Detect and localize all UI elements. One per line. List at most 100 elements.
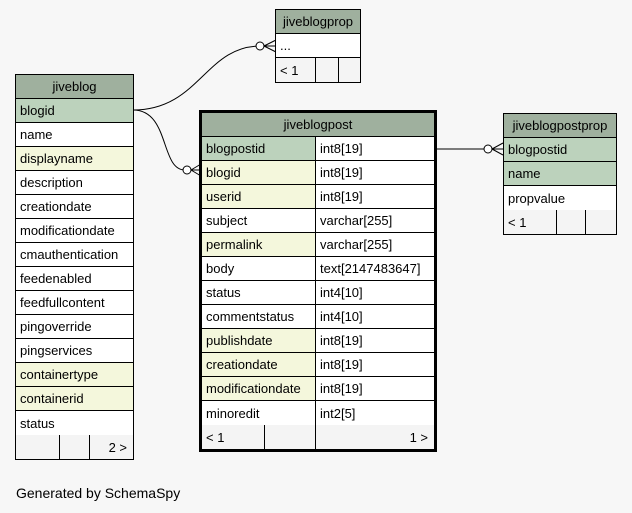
column-name: userid <box>202 185 316 208</box>
table-header: jiveblogpostprop <box>504 114 616 138</box>
column-name: body <box>202 257 316 280</box>
column-name: creationdate <box>202 353 316 376</box>
column-type: int8[19] <box>316 329 434 352</box>
table-row: displayname <box>16 147 133 171</box>
footer-middle <box>316 58 339 82</box>
column-name: pingservices <box>16 339 133 362</box>
column-name: feedenabled <box>16 267 133 290</box>
footer-middle <box>265 425 316 449</box>
column-type: int8[19] <box>316 353 434 376</box>
table-footer: < 1 1 > <box>202 425 434 449</box>
column-name: pingoverride <box>16 315 133 338</box>
column-name: name <box>16 123 133 146</box>
table-jiveblogprop: jiveblogprop ... < 1 <box>275 9 361 83</box>
generated-by-label: Generated by SchemaSpy <box>16 485 181 501</box>
table-row: pingoverride <box>16 315 133 339</box>
table-row: containertype <box>16 363 133 387</box>
footer-middle <box>557 210 586 234</box>
table-row: blogid <box>16 99 133 123</box>
table-row: blogpostid <box>504 138 616 162</box>
column-name: commentstatus <box>202 305 316 328</box>
column-name: publishdate <box>202 329 316 352</box>
table-row: creationdate <box>16 195 133 219</box>
link-jiveblogprop-end-circle <box>255 41 265 51</box>
column-type: varchar[255] <box>316 209 434 232</box>
link-jiveblog-jiveblogpost <box>132 109 186 171</box>
column-name: blogpostid <box>202 137 316 160</box>
column-name: name <box>504 162 616 185</box>
column-type: text[2147483647] <box>316 257 434 280</box>
footer-left: < 1 <box>504 210 557 234</box>
footer-left: < 1 <box>202 425 265 449</box>
column-type: int4[10] <box>316 305 434 328</box>
column-type: int8[19] <box>316 185 434 208</box>
column-type: int8[19] <box>316 137 434 160</box>
link-jiveblogpost-end-circle <box>182 165 192 175</box>
footer-right <box>586 210 616 234</box>
table-header: jiveblog <box>16 75 133 99</box>
column-name: displayname <box>16 147 133 170</box>
column-name: containerid <box>16 387 133 410</box>
column-name: minoredit <box>202 401 316 425</box>
table-row: ... <box>276 34 360 58</box>
column-name: feedfullcontent <box>16 291 133 314</box>
table-footer: < 1 <box>504 210 616 234</box>
column-name: status <box>16 411 133 435</box>
table-row: description <box>16 171 133 195</box>
column-name: modificationdate <box>202 377 316 400</box>
column-name: blogpostid <box>504 138 616 161</box>
footer-left: < 1 <box>276 58 316 82</box>
table-header: jiveblogpost <box>202 113 434 137</box>
footer-right <box>339 58 360 82</box>
table-row: status <box>16 411 133 435</box>
column-name: blogid <box>16 99 133 122</box>
column-type: varchar[255] <box>316 233 434 256</box>
link-jiveblogprop-crowfoot <box>263 39 277 53</box>
table-row: propvalue <box>504 186 616 210</box>
table-row: modificationdate <box>16 219 133 243</box>
column-name: ... <box>276 34 360 57</box>
table-footer: 2 > <box>16 435 133 459</box>
footer-middle <box>60 435 90 459</box>
column-name: propvalue <box>504 186 616 210</box>
link-jiveblogpostprop-end-circle <box>483 144 493 154</box>
column-name: creationdate <box>16 195 133 218</box>
table-row: feedfullcontent <box>16 291 133 315</box>
column-name: status <box>202 281 316 304</box>
column-type: int8[19] <box>316 161 434 184</box>
table-row: name <box>504 162 616 186</box>
link-jiveblog-jiveblogprop <box>132 45 263 111</box>
table-header: jiveblogprop <box>276 10 360 34</box>
column-type: int2[5] <box>316 401 434 425</box>
footer-left <box>16 435 60 459</box>
column-name: description <box>16 171 133 194</box>
footer-right: 1 > <box>316 425 434 449</box>
column-name: cmauthentication <box>16 243 133 266</box>
table-row: feedenabled <box>16 267 133 291</box>
table-row: cmauthentication <box>16 243 133 267</box>
column-name: containertype <box>16 363 133 386</box>
table-row: containerid <box>16 387 133 411</box>
table-row: pingservices <box>16 339 133 363</box>
column-name: modificationdate <box>16 219 133 242</box>
column-type: int4[10] <box>316 281 434 304</box>
link-jiveblogpostprop-crowfoot <box>491 142 504 156</box>
column-type: int8[19] <box>316 377 434 400</box>
table-row: name <box>16 123 133 147</box>
